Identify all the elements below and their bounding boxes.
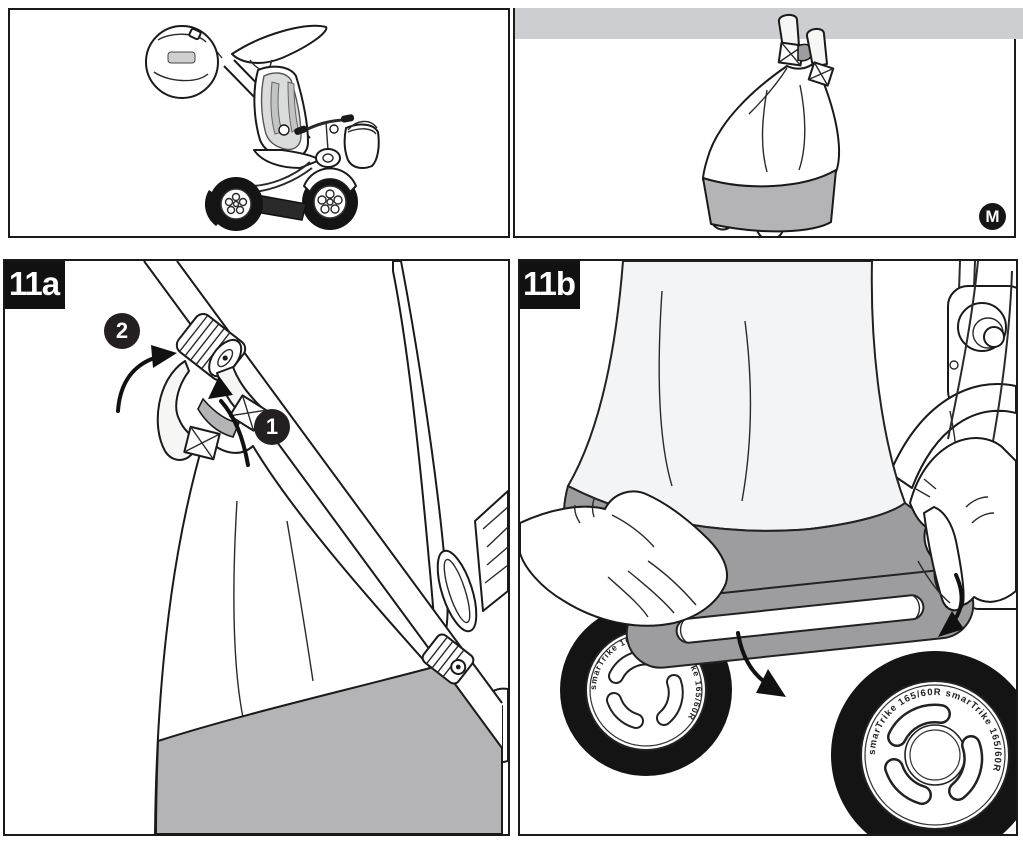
front-fork	[315, 148, 341, 168]
tricycle-overview-illustration	[145, 24, 380, 231]
bag-straps	[777, 14, 835, 87]
front-wheel	[302, 167, 358, 230]
callout-step-1: 1	[254, 409, 290, 445]
storage-bag	[702, 61, 840, 236]
step-11b-illustration: smarTrike 165/60R smarTrike 165/60R	[520, 261, 1016, 834]
wheel-fender	[889, 382, 1016, 489]
hanging-bar	[515, 8, 1023, 39]
curved-arrow-center-icon	[736, 631, 786, 697]
m-badge: M	[979, 203, 1006, 230]
storage-bag	[154, 435, 503, 834]
right-wheel: smarTrike 165/60R smarTrike 165/60R	[831, 651, 1016, 834]
bag-hanging-illustration	[702, 14, 840, 236]
seat	[253, 65, 321, 169]
curved-arrow-step2-icon	[116, 345, 177, 413]
canopy	[231, 24, 328, 64]
rear-wheel	[209, 177, 263, 231]
callout-step-2: 2	[104, 313, 140, 349]
curved-arrow-right-icon	[938, 573, 964, 637]
lower-clamp	[421, 633, 475, 685]
strap-clip	[197, 397, 241, 438]
storage-bag-body	[566, 261, 907, 532]
footboard	[254, 195, 307, 221]
bag-straps	[156, 360, 268, 461]
handlebar	[294, 114, 355, 151]
panel-bag-hanging: M	[513, 8, 1016, 238]
handlebar-bucket	[343, 120, 380, 169]
right-hand	[909, 261, 1016, 612]
curved-arrow-step1-icon	[208, 376, 250, 467]
bag-bottom-band	[155, 663, 503, 834]
panel-tricycle-overview	[8, 8, 510, 238]
panel-step-11a: 11a 2 1	[3, 259, 510, 836]
panel-step-11b: smarTrike 165/60R smarTrike 165/60R	[518, 259, 1018, 836]
step-label-11a: 11a	[5, 261, 65, 309]
left-hand	[520, 490, 728, 627]
storage-bag-on-handle	[145, 25, 223, 99]
step-label-11b: 11b	[520, 261, 580, 309]
step-11a-illustration	[116, 261, 508, 834]
bag-bottom-band	[702, 169, 837, 233]
